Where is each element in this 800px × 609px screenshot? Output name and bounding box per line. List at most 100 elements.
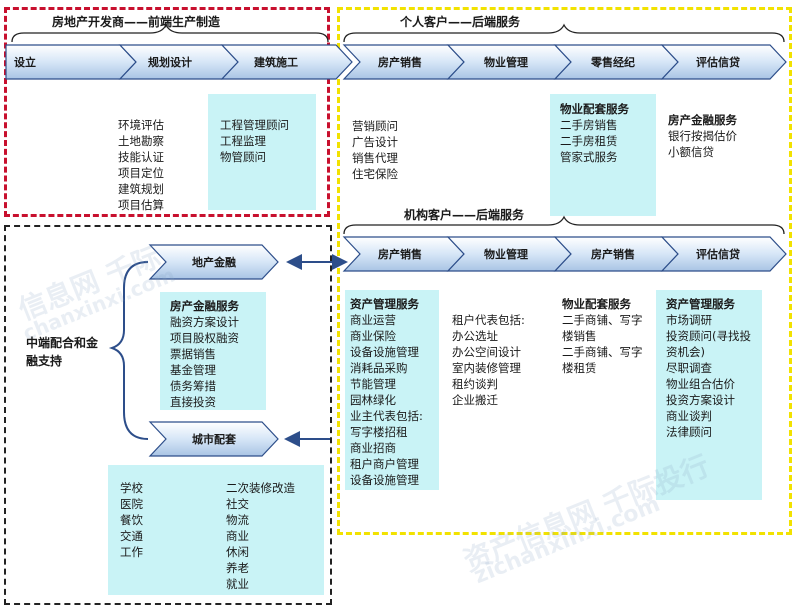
list-item: 休闲 [226, 545, 249, 559]
stage-label-setup: 设立 [14, 56, 36, 69]
city-list-1: 学校 医院 餐饮 交通 工作 [120, 480, 143, 560]
list-item: 融资方案设计 [170, 315, 239, 329]
valuation-panel [656, 290, 762, 500]
list-item: 设备设施管理 [350, 473, 419, 487]
stage-label-sales: 房产销售 [591, 248, 635, 261]
list-item: 票据销售 [170, 347, 216, 361]
list-item: 商业招商 [350, 441, 396, 455]
list-heading: 物业配套服务 [560, 102, 629, 116]
list-item: 管家式服务 [560, 150, 618, 164]
institution-stage-arrow [660, 236, 787, 272]
stage-label-property-mgmt: 物业管理 [484, 248, 528, 261]
list-item: 银行按揭估价 [668, 129, 737, 143]
list-item: 工程监理 [220, 134, 266, 148]
institution-title: 机构客户——后端服务 [404, 208, 525, 222]
backend-frame [337, 7, 792, 535]
stage-label-sales: 房产销售 [378, 248, 422, 261]
list-item: 二手房销售 [560, 118, 618, 132]
list-item: 直接投资 [170, 395, 216, 409]
stage-label-retail: 零售经纪 [591, 56, 635, 69]
list-item: 技能认证 [118, 150, 164, 164]
list-item: 养老 [226, 561, 249, 575]
stage-label-valuation: 评估信贷 [696, 56, 740, 69]
list-item: 商业保险 [350, 329, 396, 343]
finance-support-arrow [148, 244, 279, 280]
list-item: 设备设施管理 [350, 345, 419, 359]
list-item: 办公空间设计 [452, 345, 521, 359]
list-item: 商业 [226, 529, 249, 543]
support-brace [108, 261, 149, 440]
institution-brace [343, 215, 785, 235]
list-item: 项目估算 [118, 198, 164, 212]
list-heading: 物业配套服务 [562, 297, 631, 311]
list-item: 交通 [120, 529, 143, 543]
list-item: 投资方案设计 [666, 393, 735, 407]
stage-label-sales: 房产销售 [378, 56, 422, 69]
asset-panel [345, 290, 439, 490]
tenant-list: 租户代表包括: 办公选址 办公空间设计 室内装修管理 租约谈判 企业搬迁 [452, 312, 525, 408]
list-item: 室内装修管理 [452, 361, 521, 375]
finance-support-label: 地产金融 [192, 256, 236, 269]
city-support-label: 城市配套 [192, 433, 236, 446]
list-item: 写字楼招租 [350, 425, 408, 439]
city-support-arrow [148, 421, 279, 457]
list-item: 租户商户管理 [350, 457, 419, 471]
list-item: 环境评估 [118, 118, 164, 132]
construction-list: 工程管理顾问 工程监理 物管顾问 [220, 117, 289, 165]
list-item: 住宅保险 [352, 167, 398, 181]
finance-support-list: 房产金融服务 融资方案设计 项目股权融资 票据销售 基金管理 债务筹措 直接投资 [170, 298, 239, 410]
list-item: 社交 [226, 497, 249, 511]
planning-list: 环境评估 土地勘察 技能认证 项目定位 建筑规划 项目估算 [118, 117, 164, 213]
property-service-list: 物业配套服务 二手商铺、写字楼销售 二手商铺、写字楼租赁 [562, 296, 648, 376]
list-item: 物流 [226, 513, 249, 527]
list-item: 二手商铺、写字楼租赁 [562, 345, 643, 375]
list-item: 二手房租赁 [560, 134, 618, 148]
developer-frame [4, 7, 330, 217]
developer-stage-arrow [220, 44, 353, 80]
sales-list: 营销顾问 广告设计 销售代理 住宅保险 [352, 118, 398, 182]
list-item: 租户代表包括: [452, 313, 525, 327]
list-item: 企业搬迁 [452, 393, 498, 407]
list-item: 尽职调查 [666, 361, 712, 375]
asset-list: 资产管理服务 商业运营 商业保险 设备设施管理 消耗品采购 节能管理 园林绿化 … [350, 296, 423, 488]
list-item: 销售代理 [352, 151, 398, 165]
stage-label-valuation: 评估信贷 [696, 248, 740, 261]
individual-brace [343, 23, 785, 43]
support-frame [4, 225, 332, 605]
list-item: 债务筹措 [170, 379, 216, 393]
list-item: 法律顾问 [666, 425, 712, 439]
list-item: 节能管理 [350, 377, 396, 391]
list-item: 业主代表包括: [350, 409, 423, 423]
city-panel [108, 465, 324, 595]
list-item: 投资顾问(寻找投资机会) [666, 329, 751, 359]
list-item: 项目定位 [118, 166, 164, 180]
list-heading: 房产金融服务 [170, 299, 239, 313]
finance-support-panel [160, 292, 266, 410]
stage-label-property-mgmt: 物业管理 [484, 56, 528, 69]
list-item: 商业运营 [350, 313, 396, 327]
list-item: 学校 [120, 481, 143, 495]
list-heading: 资产管理服务 [666, 297, 735, 311]
list-item: 商业谈判 [666, 409, 712, 423]
list-item: 土地勘察 [118, 134, 164, 148]
stage-label-construction: 建筑施工 [254, 56, 298, 69]
list-item: 市场调研 [666, 313, 712, 327]
construction-panel [208, 94, 316, 210]
list-item: 租约谈判 [452, 377, 498, 391]
support-title: 中端配合和金融支持 [26, 336, 99, 368]
developer-brace [11, 23, 329, 43]
list-item: 物管顾问 [220, 150, 266, 164]
retail-list: 物业配套服务 二手房销售 二手房租赁 管家式服务 [560, 101, 629, 165]
valuation-list: 资产管理服务 市场调研 投资顾问(寻找投资机会) 尽职调查 物业组合估价 投资方… [666, 296, 756, 440]
retail-panel [550, 94, 656, 216]
list-item: 小额信贷 [668, 145, 714, 159]
list-item: 工作 [120, 545, 143, 559]
list-item: 就业 [226, 577, 249, 591]
list-item: 办公选址 [452, 329, 498, 343]
individual-title: 个人客户——后端服务 [400, 15, 521, 29]
individual-stage-arrow [660, 44, 787, 80]
list-item: 广告设计 [352, 135, 398, 149]
stage-label-planning: 规划设计 [148, 56, 192, 69]
list-item: 消耗品采购 [350, 361, 408, 375]
